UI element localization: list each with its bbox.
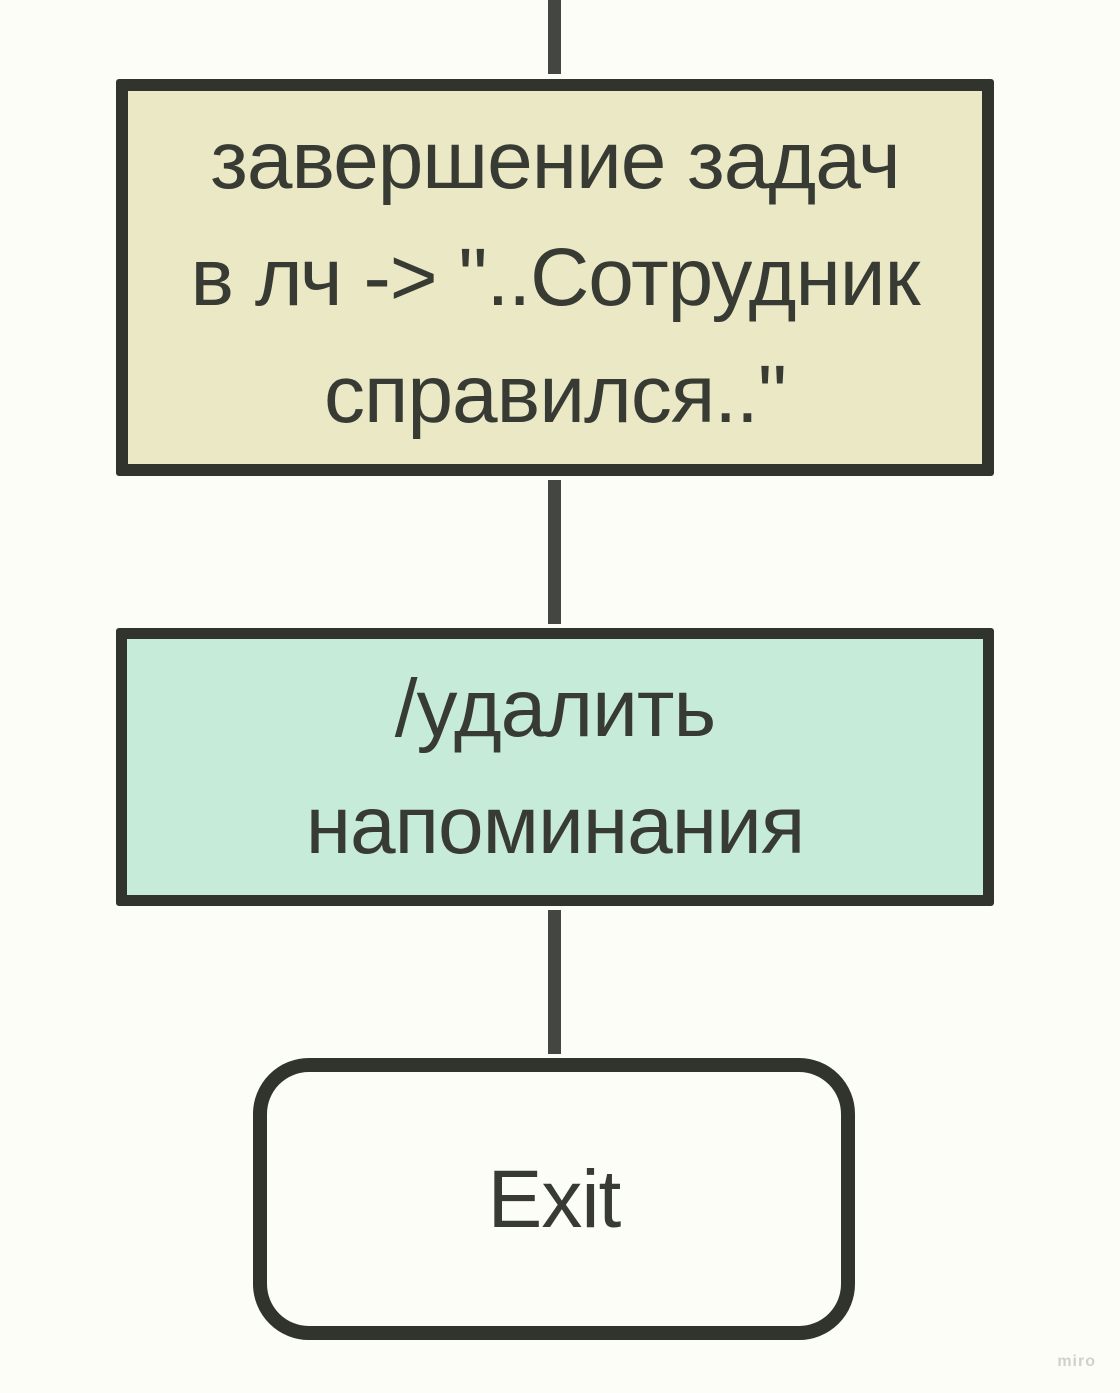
node-text-line: /удалить [394, 663, 716, 754]
node-text-line: справился.." [324, 349, 787, 440]
flowchart-node-delete-reminders-command[interactable]: /удалить напоминания [116, 628, 994, 906]
node-text-line: в лч -> "..Сотрудник [190, 232, 921, 323]
connector-top-to-task-node [548, 0, 561, 74]
connector-task-to-delete-node [548, 480, 561, 624]
node-text-line: завершение задач [210, 115, 900, 206]
connector-delete-to-exit-node [548, 910, 561, 1054]
miro-logo-watermark: miro [1057, 1353, 1096, 1370]
node-text-line: Exit [487, 1153, 622, 1245]
flowchart-node-task-completion-message[interactable]: завершение задач в лч -> "..Сотрудник сп… [116, 79, 994, 476]
node-text-line: напоминания [305, 780, 805, 871]
flowchart-node-exit[interactable]: Exit [253, 1058, 855, 1340]
